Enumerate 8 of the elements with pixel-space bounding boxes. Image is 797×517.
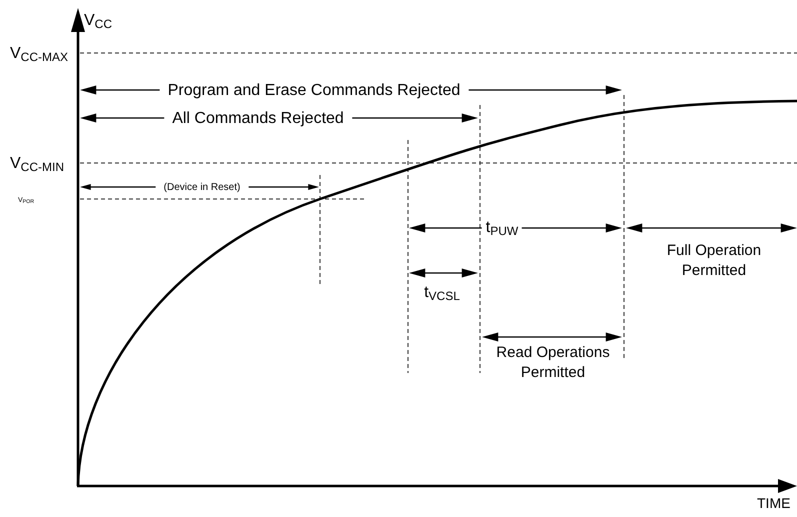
level-label: V$_{CC-MIN}$ bbox=[10, 154, 64, 176]
timing-label: t$_{VCSL}$ bbox=[424, 283, 460, 305]
axis-label: V$_{CC}$ bbox=[84, 11, 112, 33]
range-label: Read Operations Permitted bbox=[495, 343, 611, 383]
range-label: Full Operation Permitted bbox=[666, 241, 762, 281]
range-label: (Device in Reset) bbox=[156, 180, 248, 195]
level-label: V$_{CC-MAX}$ bbox=[10, 44, 68, 66]
axis-label: TIME bbox=[757, 494, 790, 513]
